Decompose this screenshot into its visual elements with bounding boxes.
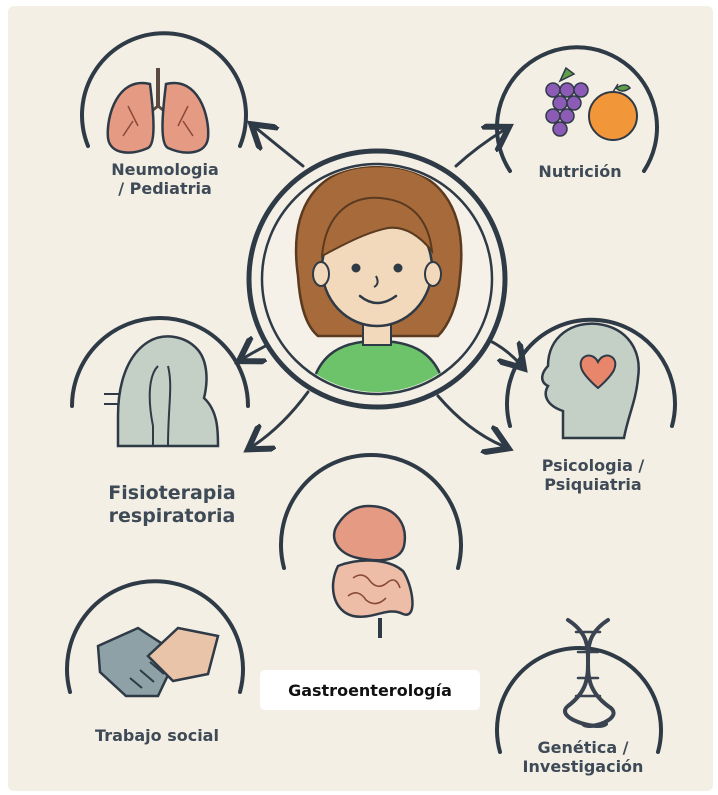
lungs-icon xyxy=(108,68,208,153)
label-genetica: Genética / Investigación xyxy=(508,738,658,776)
label-psicologia-line2: Psiquiatria xyxy=(518,475,668,494)
node-neumologia xyxy=(82,33,246,152)
node-genetica xyxy=(497,620,661,752)
label-neumologia-line1: Neumologia xyxy=(94,160,236,179)
label-neumologia-line2: / Pediatria xyxy=(94,179,236,198)
label-nutricion: Nutrición xyxy=(520,162,640,181)
label-psicologia: Psicologia / Psiquiatria xyxy=(518,456,668,494)
fruit-icon xyxy=(546,68,637,140)
node-psicologia xyxy=(507,320,675,438)
label-neumologia: Neumologia / Pediatria xyxy=(94,160,236,198)
node-fisioterapia xyxy=(72,318,248,446)
center-patient xyxy=(249,151,505,407)
patient-girl-icon xyxy=(296,166,461,406)
label-fisioterapia-line1: Fisioterapia xyxy=(72,482,272,505)
label-fisioterapia-line2: respiratoria xyxy=(72,505,272,528)
airway-icon xyxy=(104,336,218,446)
label-genetica-line2: Investigación xyxy=(508,757,658,776)
handshake-icon xyxy=(98,628,218,696)
intestine-icon xyxy=(333,506,412,638)
dna-icon xyxy=(565,620,614,726)
label-genetica-line1: Genética / xyxy=(508,738,658,757)
node-nutricion xyxy=(497,47,657,171)
arrow-to-neumologia xyxy=(256,128,303,166)
arrow-to-fisioterapia-lower xyxy=(253,392,308,446)
diagram-canvas: Neumologia / Pediatria Nutrición Fisiote… xyxy=(8,6,713,791)
arrow-to-psicologia-lower xyxy=(438,396,503,446)
label-fisioterapia: Fisioterapia respiratoria xyxy=(72,482,272,528)
label-psicologia-line1: Psicologia / xyxy=(518,456,668,475)
label-trabajo-social: Trabajo social xyxy=(72,726,242,745)
head-heart-icon xyxy=(542,324,638,438)
node-gastroenterologia xyxy=(281,455,461,638)
label-gastroenterologia: Gastroenterología xyxy=(260,670,480,710)
node-trabajo-social xyxy=(67,581,243,696)
